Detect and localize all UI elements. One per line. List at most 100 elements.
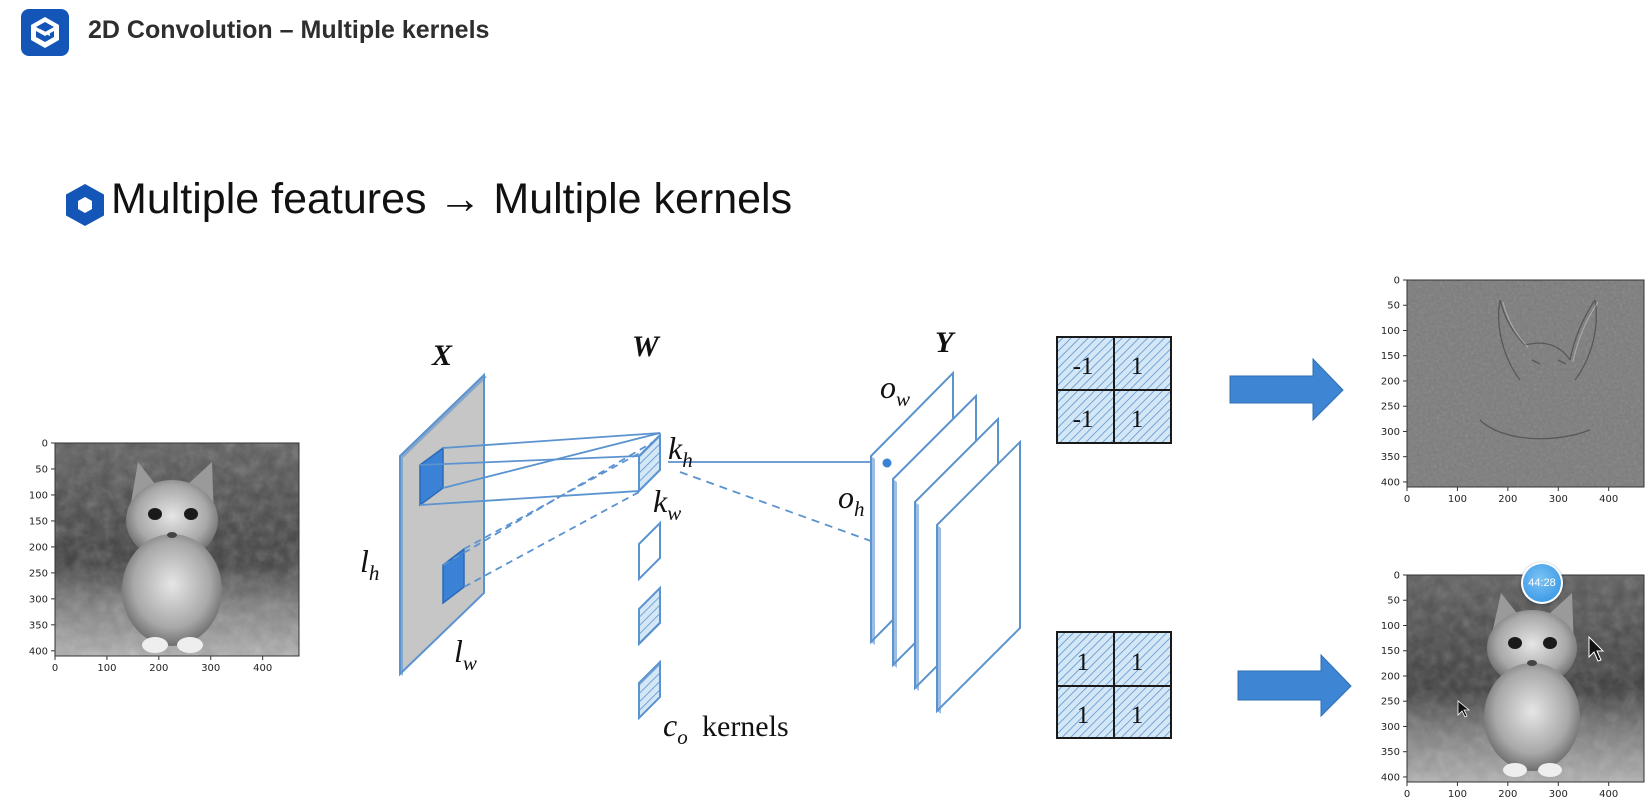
input-tensor-x xyxy=(399,372,487,677)
input-image-plot: 0 50 100 150 200 250 300 350 400 0 100 200 300 400 xyxy=(29,439,300,675)
kernel-top-cell-0-1: 1 xyxy=(1131,353,1144,380)
oh-label: oh xyxy=(838,479,865,521)
blur-plot-axes: 0 50 100 150 200 250 300 350 400 0 100 200 300 400 xyxy=(1381,571,1618,801)
y-tick-label: 200 xyxy=(29,542,48,553)
y-tick-label: 50 xyxy=(35,464,48,475)
y-tick-label: 0 xyxy=(42,439,48,450)
y-tick-label: 250 xyxy=(29,568,48,579)
input-cat-picture xyxy=(122,462,222,653)
logo-icon xyxy=(31,17,59,48)
input-plot-frame xyxy=(54,442,300,657)
y-tick-label: 50 xyxy=(1387,596,1400,607)
input-plot-axes: 0 50 100 150 200 250 300 350 400 0 100 200 300 400 xyxy=(29,439,272,675)
y-tick-label: 150 xyxy=(29,516,48,527)
x-tick-label: 100 xyxy=(1448,494,1467,505)
x-tick-label: 300 xyxy=(201,663,220,674)
right-arrow-icon-bottom xyxy=(1237,653,1352,718)
kernel-matrix-top: -1 1 -1 1 xyxy=(1056,336,1172,444)
y-tick-label: 150 xyxy=(1381,351,1400,362)
output-point xyxy=(882,458,892,468)
y-tick-label: 100 xyxy=(1381,621,1400,632)
kernel-bottom-cell-0-0: 1 xyxy=(1077,649,1090,676)
y-tick-label: 400 xyxy=(1381,772,1400,783)
x-tick-label: 400 xyxy=(1599,789,1618,800)
kernel-to-output-lines xyxy=(668,461,894,550)
kernel-bottom-cell-0-1: 1 xyxy=(1131,649,1144,676)
y-tick-label: 400 xyxy=(1381,477,1400,488)
output-blur-plot: 0 50 100 150 200 250 300 350 400 0 100 200 300 400 xyxy=(1381,571,1645,801)
brand-logo xyxy=(21,9,69,56)
x-tick-label: 300 xyxy=(1549,494,1568,505)
x-tick-label: 200 xyxy=(149,663,168,674)
mouse-cursor-small-icon xyxy=(1457,700,1471,718)
section-title: Multiple features → Multiple kernels xyxy=(111,175,793,223)
x-tick-label: 300 xyxy=(1549,789,1568,800)
w-label: W xyxy=(632,330,661,363)
kw-label: kw xyxy=(653,483,681,525)
x-tick-label: 100 xyxy=(97,663,116,674)
edge-plot-frame xyxy=(1406,279,1645,488)
y-tick-label: 300 xyxy=(1381,427,1400,438)
kernel-top-cell-1-1: 1 xyxy=(1131,406,1144,433)
kernel-stack-w xyxy=(638,432,661,721)
co-label: co xyxy=(663,707,688,749)
edge-image-contours xyxy=(1479,299,1597,440)
input-plane-edge xyxy=(400,375,487,458)
x-tick-label: 400 xyxy=(253,663,272,674)
slide-header: 2D Convolution – Multiple kernels xyxy=(0,0,1651,64)
y-tick-label: 200 xyxy=(1381,376,1400,387)
right-arrow-icon-top xyxy=(1229,357,1344,422)
kernel-4 xyxy=(638,659,661,721)
kernel-top-cell-0-0: -1 xyxy=(1073,353,1094,380)
y-tick-label: 250 xyxy=(1381,402,1400,413)
kernel-1-edge xyxy=(639,435,660,458)
x-tick-label: 400 xyxy=(1599,494,1618,505)
x-tick-label: 200 xyxy=(1498,789,1517,800)
x-tick-label: 0 xyxy=(52,663,58,674)
x-tick-label: 0 xyxy=(1404,494,1410,505)
y-tick-label: 250 xyxy=(1381,697,1400,708)
kernel-3 xyxy=(638,585,661,647)
ow-label: ow xyxy=(880,369,910,411)
x-label: X xyxy=(431,339,453,372)
y-tick-label: 350 xyxy=(29,620,48,631)
lw-label: lw xyxy=(454,633,477,675)
output-cat-picture xyxy=(1484,593,1580,777)
diagram-labels: X W Y lh lw kh kw ow oh co kernels xyxy=(360,326,956,749)
patch-to-kernel-lines xyxy=(419,432,661,588)
kernel-2 xyxy=(638,520,661,582)
kernel-matrix-bottom: 1 1 1 1 xyxy=(1056,631,1172,739)
edge-plot-axes: 0 50 100 150 200 250 300 350 400 0 100 200 300 400 xyxy=(1381,276,1618,506)
y-tick-label: 400 xyxy=(29,646,48,657)
y-label: Y xyxy=(935,326,956,359)
timer-badge[interactable]: 44:28 xyxy=(1521,562,1563,604)
y-tick-label: 300 xyxy=(29,594,48,605)
y-tick-label: 0 xyxy=(1394,276,1400,287)
kernel-top-cell-1-0: -1 xyxy=(1073,406,1094,433)
y-tick-label: 350 xyxy=(1381,747,1400,758)
y-tick-label: 100 xyxy=(29,490,48,501)
edge-image-texture xyxy=(1407,280,1644,487)
header-title: 2D Convolution – Multiple kernels xyxy=(88,16,490,44)
y-tick-label: 150 xyxy=(1381,646,1400,657)
kernel-bottom-cell-1-0: 1 xyxy=(1077,702,1090,729)
y-tick-label: 100 xyxy=(1381,326,1400,337)
input-plane-side xyxy=(400,456,403,676)
y-tick-label: 50 xyxy=(1387,301,1400,312)
hexagon-bullet-icon xyxy=(66,184,104,226)
y-tick-label: 0 xyxy=(1394,571,1400,582)
kh-label: kh xyxy=(668,430,693,472)
y-tick-label: 350 xyxy=(1381,452,1400,463)
mouse-cursor-icon xyxy=(1588,635,1605,662)
y-tick-label: 200 xyxy=(1381,671,1400,682)
x-tick-label: 200 xyxy=(1498,494,1517,505)
y-tick-label: 300 xyxy=(1381,722,1400,733)
x-tick-label: 0 xyxy=(1404,789,1410,800)
kernels-label: kernels xyxy=(702,710,789,743)
output-tensor-y xyxy=(870,370,1021,714)
x-tick-label: 100 xyxy=(1448,789,1467,800)
lh-label: lh xyxy=(360,543,379,585)
output-edge-plot: 0 50 100 150 200 250 300 350 400 0 100 200 300 400 xyxy=(1381,276,1645,506)
kernel-bottom-cell-1-1: 1 xyxy=(1131,702,1144,729)
